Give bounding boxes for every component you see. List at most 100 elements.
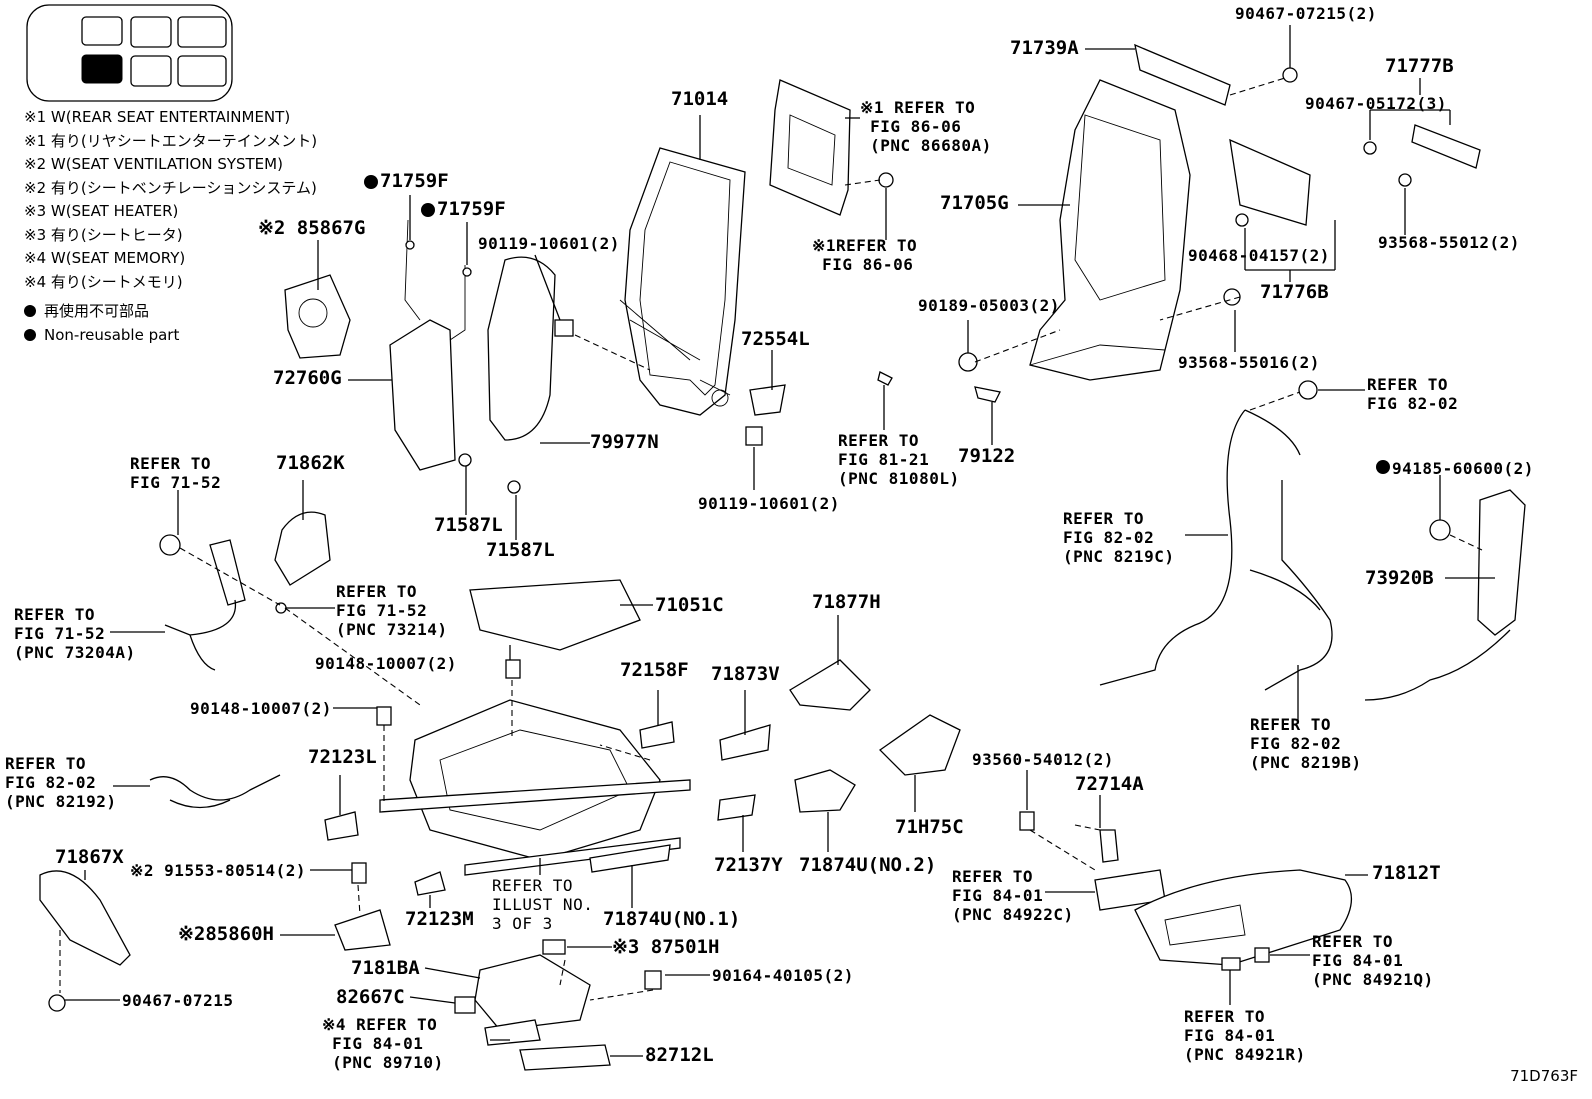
assembly-lines: [59, 77, 1483, 1001]
ref-fig-71-52: REFER TO FIG 71-52: [130, 454, 222, 492]
ref-fig-71-52-73204A: REFER TO FIG 71-52 (PNC 73204A): [14, 605, 136, 662]
part-label-94185-60600-2: 94185-60600(2): [1392, 459, 1534, 478]
part-label-71759F: 71759F: [380, 170, 449, 192]
part-label-90467-05172-3: 90467-05172(3): [1305, 94, 1447, 113]
legend-item: ※3 有り(シートヒータ): [24, 225, 183, 244]
ref-fig-86-06: ※1REFER TO FIG 86-06: [812, 236, 918, 274]
legend-item: ※2 W(SEAT VENTILATION SYSTEM): [24, 155, 283, 173]
part-label-71587L: 71587L: [434, 514, 503, 536]
part-label-93568-55012-2: 93568-55012(2): [1378, 233, 1520, 252]
part-label-71587L: 71587L: [486, 539, 555, 561]
lumbar-drawing: [1223, 124, 1481, 306]
ref-fig-84-01-84921Q: REFER TO FIG 84-01 (PNC 84921Q): [1312, 932, 1434, 989]
part-label-90148-10007-2: 90148-10007(2): [315, 654, 457, 673]
figure-id: 71D763F: [1510, 1067, 1578, 1085]
part-label-90164-40105-2: 90164-40105(2): [712, 966, 854, 985]
lower-parts-drawing: [334, 909, 611, 1071]
legend-non-reusable-en: Non-reusable part: [24, 324, 317, 348]
seat-position-indicator: [26, 4, 233, 102]
part-label-72137Y: 72137Y: [714, 854, 783, 876]
legend-item: ※1 W(REAR SEAT ENTERTAINMENT): [24, 108, 291, 126]
part-label-71014: 71014: [671, 88, 729, 110]
part-label-82667C: 82667C: [336, 986, 405, 1008]
part-label-72554L: 72554L: [741, 328, 810, 350]
seatback-board-drawing: [1029, 79, 1191, 381]
part-label-71867X: 71867X: [55, 846, 124, 868]
part-label-72760G: 72760G: [273, 367, 342, 389]
part-label-71776B: 71776B: [1260, 281, 1329, 303]
non-reusable-markers: [364, 175, 1390, 474]
part-label-71874U-no2: 71874U(NO.2): [799, 854, 937, 876]
harness-82192-drawing: [149, 774, 281, 809]
part-label-71877H: 71877H: [812, 591, 881, 613]
pad-79977N-drawing: [487, 256, 556, 441]
ref-fig-82-02-82192: REFER TO FIG 82-02 (PNC 82192): [5, 754, 117, 811]
legend-item: ※4 有り(シートメモリ): [24, 272, 183, 291]
legend-item: ※1 有り(リヤシートエンターテインメント): [24, 131, 318, 150]
part-label-73920B: 73920B: [1365, 567, 1434, 589]
side-cover-71867X-drawing: [39, 870, 131, 966]
trim-71739A-drawing: [1134, 43, 1298, 106]
part-label-93560-54012-2: 93560-54012(2): [972, 750, 1114, 769]
seatback-frame-drawing: [619, 147, 746, 416]
wire-harnesses-drawing: [1099, 409, 1333, 691]
legend-non-reusable-jp: 再使用不可部品: [24, 300, 317, 324]
part-label-90189-05003-2: 90189-05003(2): [918, 296, 1060, 315]
legend-item: ※2 有り(シートベンチレーションシステム): [24, 178, 317, 197]
seat-frame-drawing: [379, 579, 691, 876]
brackets-drawing: [324, 659, 961, 896]
part-label-79977N: 79977N: [590, 431, 659, 453]
part-label-71H75C: 71H75C: [895, 816, 964, 838]
legend-non-reusable-jp-text: 再使用不可部品: [44, 302, 150, 320]
fan-85867G-drawing: [284, 274, 351, 359]
part-label-82712L: 82712L: [645, 1044, 714, 1066]
part-label-85867G: ※2 85867G: [258, 217, 366, 239]
part-label-71777B: 71777B: [1385, 55, 1454, 77]
ref-illust-3-of-3: REFER TO ILLUST NO. 3 OF 3: [492, 876, 594, 933]
fasteners-drawing: [48, 319, 1451, 1012]
ref-fig-82-02-8219C: REFER TO FIG 82-02 (PNC 8219C): [1063, 509, 1175, 566]
part-label-79122: 79122: [958, 445, 1016, 467]
ref-fig-81-21: REFER TO FIG 81-21 (PNC 81080L): [838, 431, 960, 488]
part-label-90119-10601-2: 90119-10601(2): [698, 494, 840, 513]
buckle-harness-drawing: [164, 539, 246, 671]
legend: ※1 W(REAR SEAT ENTERTAINMENT) ※1 有り(リヤシー…: [24, 106, 317, 347]
part-label-72158F: 72158F: [620, 659, 689, 681]
switch-and-cover-drawing: [1094, 829, 1352, 971]
ref-fig-82-02: REFER TO FIG 82-02: [1367, 375, 1459, 413]
part-label-90468-04157-2: 90468-04157(2): [1188, 246, 1330, 265]
part-label-85860H: ※285860H: [178, 923, 274, 945]
part-label-71873V: 71873V: [711, 663, 780, 685]
legend-item: ※3 W(SEAT HEATER): [24, 202, 179, 220]
plate-72760G-drawing: [389, 219, 472, 471]
part-label-71051C: 71051C: [655, 594, 724, 616]
part-label-72123L: 72123L: [308, 746, 377, 768]
part-label-90148-10007-2: 90148-10007(2): [190, 699, 332, 718]
ref-fig-84-01-89710: ※4 REFER TO FIG 84-01 (PNC 89710): [322, 1015, 444, 1072]
ref-fig-86-06-86680A: ※1 REFER TO FIG 86-06 (PNC 86680A): [860, 98, 992, 155]
part-label-87501H: ※3 87501H: [612, 936, 720, 958]
bullet-icon: [24, 305, 36, 317]
part-label-90467-07215: 90467-07215: [122, 991, 234, 1010]
ref-fig-84-01-84921R: REFER TO FIG 84-01 (PNC 84921R): [1184, 1007, 1306, 1064]
legend-item: ※4 W(SEAT MEMORY): [24, 249, 186, 267]
part-label-71705G: 71705G: [940, 192, 1009, 214]
part-label-93568-55016-2: 93568-55016(2): [1178, 353, 1320, 372]
part-label-90119-10601-2: 90119-10601(2): [478, 234, 620, 253]
part-label-71874U-no1: 71874U(NO.1): [603, 908, 741, 930]
part-label-71739A: 71739A: [1010, 37, 1079, 59]
ref-fig-82-02-8219B: REFER TO FIG 82-02 (PNC 8219B): [1250, 715, 1362, 772]
part-label-72123M: 72123M: [405, 908, 474, 930]
legend-non-reusable-en-text: Non-reusable part: [44, 325, 180, 344]
part-label-72714A: 72714A: [1075, 773, 1144, 795]
part-label-71759F: 71759F: [437, 198, 506, 220]
cover-71862K-drawing: [274, 511, 331, 586]
part-label-71812T: 71812T: [1372, 862, 1441, 884]
bullet-icon: [24, 328, 36, 341]
part-label-7181BA: 7181BA: [351, 957, 420, 979]
ref-fig-71-52-73214: REFER TO FIG 71-52 (PNC 73214): [336, 582, 448, 639]
part-label-91553-80514-2: ※2 91553-80514(2): [130, 861, 307, 880]
leader-lines: [65, 25, 1495, 1057]
airbag-73920B-drawing: [1364, 489, 1526, 701]
